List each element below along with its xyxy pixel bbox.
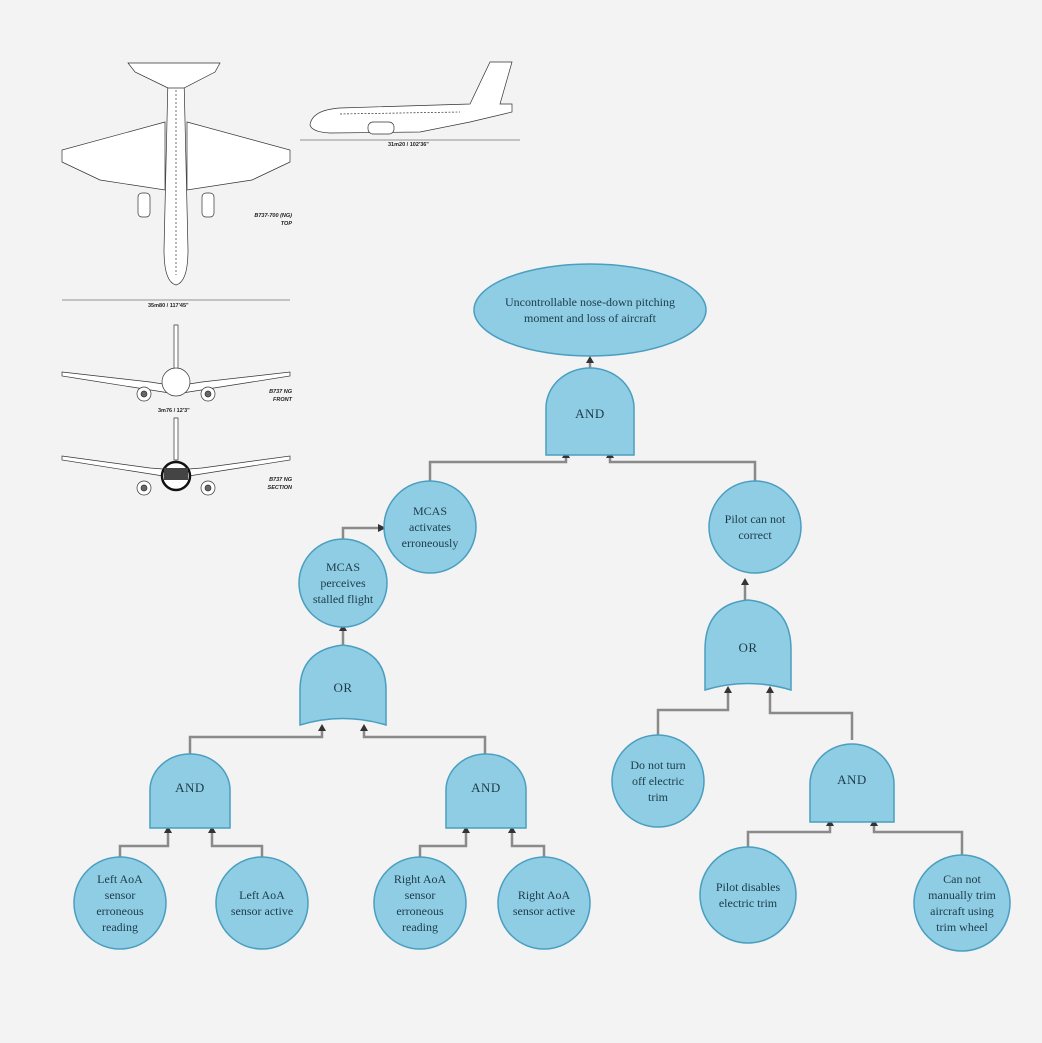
gate-and-right-label: AND <box>837 772 867 787</box>
right-aoa-erroneous-label: Right AoA sensor erroneous reading <box>393 871 447 935</box>
top-tailplane <box>127 62 221 89</box>
connector-pilot-to-top-gate <box>608 455 757 482</box>
top-view-caption: B737-700 (NG) TOP <box>212 212 292 229</box>
connector-laoa-act-to-and-left <box>210 830 264 858</box>
gate-and-mid <box>445 753 527 829</box>
pilot-cannot-correct-label: Pilot can not correct <box>724 511 786 542</box>
left-aoa-erroneous-label: Left AoA sensor erroneous reading <box>96 871 144 935</box>
side-engine <box>367 121 395 135</box>
connector-noturn-to-or-right <box>656 690 730 758</box>
node-left-aoa-erroneous <box>73 856 167 950</box>
node-no-turn-off-trim <box>611 734 705 828</box>
node-left-aoa-active <box>215 856 309 950</box>
gate-or-left <box>299 644 387 727</box>
gate-top-and-label: AND <box>575 406 605 421</box>
connector-cannot-to-and-right <box>872 823 964 858</box>
aircraft-section-view <box>61 417 291 496</box>
pilot-disables-trim-label: Pilot disables electric trim <box>715 879 781 910</box>
connector-raoa-act-to-and-mid <box>510 830 546 858</box>
connector-laoa-err-to-and-left <box>118 830 170 858</box>
top-view-caption-line-2: TOP <box>280 221 292 228</box>
section-fin <box>173 417 179 461</box>
front-fuselage <box>161 367 191 397</box>
gate-top-and <box>545 367 635 456</box>
section-view-caption: B737 NG SECTION <box>212 476 292 493</box>
node-right-aoa-erroneous <box>373 856 467 950</box>
top-right-engine <box>201 192 215 218</box>
front-view-dimension: 3m76 / 12'3" <box>158 408 190 414</box>
front-view-caption-line-2: FRONT <box>273 397 292 404</box>
front-view-caption: B737 NG FRONT <box>212 388 292 405</box>
gate-and-left <box>149 753 231 829</box>
gate-or-left-label: OR <box>333 680 353 695</box>
top-event-label: Uncontrollable nose-down pitching moment… <box>505 294 675 325</box>
no-turn-off-trim-label: Do not turn off electric trim <box>630 757 686 805</box>
aircraft-top-view <box>61 62 291 301</box>
section-view-caption-line-2: SECTION <box>267 485 292 492</box>
front-view-caption-line-1: B737 NG <box>269 389 292 395</box>
node-mcas-erroneous <box>383 480 477 574</box>
connector-disable-to-and-right <box>746 823 832 848</box>
section-view-caption-line-1: B737 NG <box>269 477 292 483</box>
side-fuselage <box>309 61 513 134</box>
top-left-engine <box>137 192 151 218</box>
node-cannot-manual-trim <box>913 854 1011 952</box>
mcas-erroneous-label: MCAS activates erroneously <box>401 503 459 551</box>
left-aoa-active-label: Left AoA sensor active <box>230 887 294 918</box>
node-right-aoa-active <box>497 856 591 950</box>
top-event-node <box>473 263 707 357</box>
gate-and-mid-label: AND <box>471 780 501 795</box>
connector-raoa-err-to-and-mid <box>418 830 468 858</box>
top-left-wing <box>61 121 166 191</box>
connector-and-right-to-or-right <box>768 690 854 740</box>
connector-and-left-to-or <box>188 728 324 755</box>
top-view-caption-line-1: B737-700 (NG) <box>254 213 292 219</box>
side-view-dimension: 31m20 / 102'36" <box>388 142 429 148</box>
node-pilot-cannot-correct <box>708 480 802 574</box>
gate-or-right-label: OR <box>738 640 758 655</box>
aircraft-side-view <box>300 61 520 141</box>
mcas-perceives-label: MCAS perceives stalled flight <box>312 559 374 607</box>
connector-and-mid-to-or <box>362 728 487 755</box>
gate-and-right <box>809 743 895 823</box>
cannot-manual-trim-label: Can not manually trim aircraft using tri… <box>928 871 996 935</box>
connector-mcas-to-top-gate <box>428 455 568 482</box>
right-aoa-active-label: Right AoA sensor active <box>512 887 576 918</box>
gate-or-right <box>704 599 792 692</box>
node-pilot-disables-trim <box>699 846 797 944</box>
aircraft-front-view <box>61 324 291 402</box>
top-right-wing <box>186 121 291 191</box>
gate-and-left-label: AND <box>175 780 205 795</box>
top-view-dimension: 35m80 / 117'45" <box>148 303 189 309</box>
node-mcas-perceives <box>298 538 388 628</box>
